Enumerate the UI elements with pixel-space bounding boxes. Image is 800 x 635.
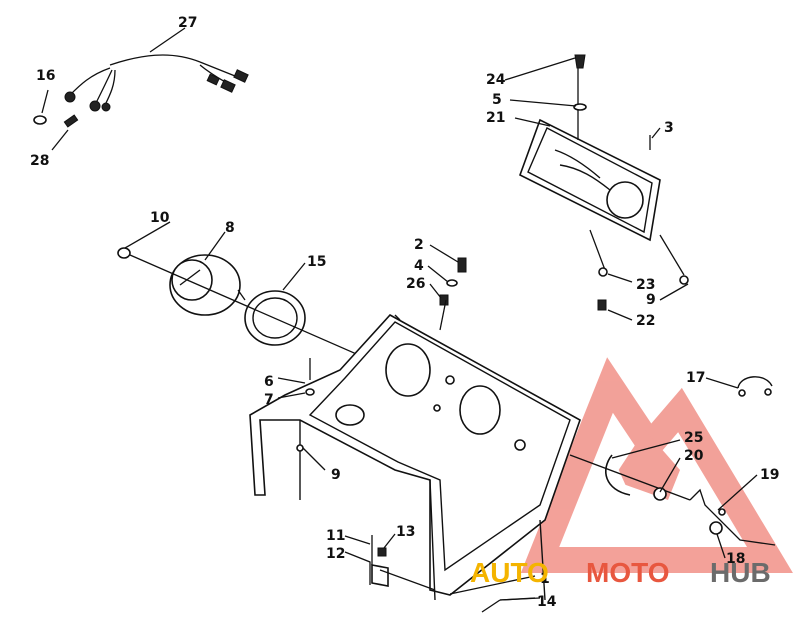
callout-9-top: 9 — [646, 292, 656, 308]
callout-20: 20 — [684, 448, 704, 464]
callout-4: 4 — [414, 258, 424, 274]
callout-15: 15 — [307, 254, 326, 270]
callout-26: 26 — [406, 276, 425, 292]
callout-5: 5 — [492, 92, 502, 108]
callout-11: 11 — [326, 528, 345, 544]
callout-27: 27 — [178, 15, 197, 31]
callout-17: 17 — [686, 370, 705, 386]
decal-plate-icon — [519, 54, 689, 311]
callout-25: 25 — [684, 430, 703, 446]
cable-parts-icon — [569, 454, 776, 546]
screw-14-icon — [481, 597, 541, 613]
cable-clamp-icon — [737, 376, 773, 397]
bulb-icon — [33, 89, 49, 125]
callout-24: 24 — [486, 72, 506, 88]
watermark-text: AUTO MOTO HUB — [470, 557, 771, 588]
callout-6: 6 — [264, 374, 274, 390]
callout-9-bottom: 9 — [331, 467, 341, 483]
callout-3: 3 — [664, 120, 674, 136]
callout-28: 28 — [30, 153, 49, 169]
speedometer-icon — [117, 247, 246, 316]
bolt-icon — [439, 257, 467, 331]
callout-13: 13 — [396, 524, 415, 540]
callout-8: 8 — [225, 220, 235, 236]
callout-18: 18 — [726, 551, 745, 567]
callout-labels: 27 16 28 24 5 21 3 10 8 15 2 4 26 23 9 2… — [30, 15, 779, 610]
callout-16: 16 — [36, 68, 55, 84]
callout-7: 7 — [264, 392, 274, 408]
callout-14: 14 — [537, 594, 557, 610]
callout-21: 21 — [486, 110, 505, 126]
watermark-part-auto: AUTO — [470, 557, 549, 588]
watermark-part-hub: HUB — [710, 557, 771, 588]
callout-10: 10 — [150, 210, 170, 226]
callout-2: 2 — [414, 237, 424, 253]
callout-1: 1 — [540, 571, 550, 587]
watermark-logo-icon — [520, 357, 793, 573]
callout-23: 23 — [636, 277, 655, 293]
leader-lines — [124, 57, 758, 601]
bracket-icon — [371, 535, 436, 591]
watermark-part-moto: MOTO — [586, 557, 669, 588]
callout-22: 22 — [636, 313, 655, 329]
dash-panel-icon — [249, 313, 581, 601]
screw-icon — [305, 358, 315, 396]
callout-12: 12 — [326, 546, 345, 562]
callout-19: 19 — [760, 467, 779, 483]
socket-icon — [51, 114, 79, 151]
wiring-harness-icon — [64, 27, 249, 112]
